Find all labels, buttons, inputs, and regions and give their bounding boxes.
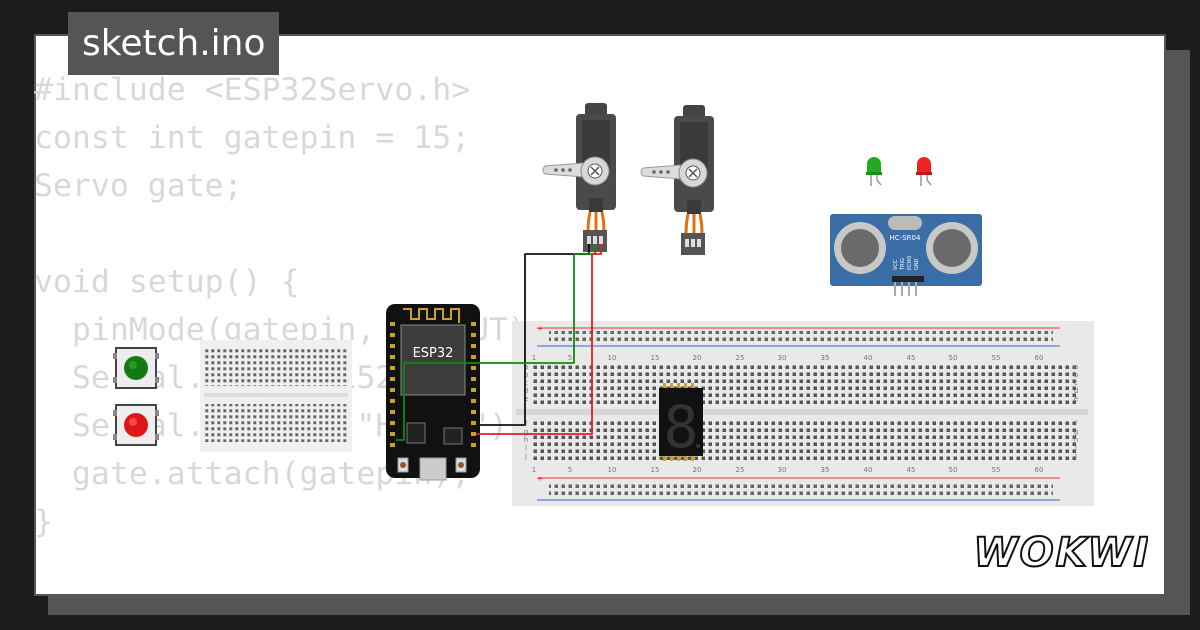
- column-number: 20: [693, 466, 702, 474]
- column-number: 1: [532, 354, 536, 362]
- column-number: 15: [651, 354, 660, 362]
- code-line: const int gatepin = 15;: [34, 120, 471, 156]
- column-number: 30: [778, 354, 787, 362]
- column-number: 60: [1035, 354, 1044, 362]
- push-button-red[interactable]: [113, 404, 159, 446]
- sensor-label: HC-SR04: [890, 234, 921, 242]
- column-number: 35: [821, 466, 830, 474]
- column-number: 45: [907, 466, 916, 474]
- column-number: 45: [907, 354, 916, 362]
- code-line: Servo gate;: [34, 168, 243, 204]
- row-label: c: [524, 379, 528, 387]
- wire-black[interactable]: [476, 244, 590, 426]
- mini-breadboard[interactable]: [200, 340, 352, 452]
- row-label: f: [1075, 420, 1078, 428]
- row-label: i: [525, 444, 527, 452]
- led-red[interactable]: [916, 157, 932, 186]
- column-number: 55: [992, 466, 1001, 474]
- column-number: 5: [568, 354, 572, 362]
- column-number: 20: [693, 354, 702, 362]
- row-label: d: [524, 387, 528, 395]
- column-number: 40: [864, 466, 873, 474]
- seven-segment-display[interactable]: 8: [659, 383, 703, 461]
- wire-red[interactable]: [476, 244, 602, 435]
- ultrasonic-sensor[interactable]: HC-SR04 VCC TRIG ECHO GND: [830, 214, 982, 296]
- svg-text:+: +: [537, 325, 543, 333]
- row-label: j: [524, 452, 527, 460]
- code-line: #include <ESP32Servo.h>: [34, 72, 471, 108]
- sensor-pin-label: ECHO: [907, 256, 913, 270]
- row-label: a: [524, 363, 528, 371]
- esp32-board[interactable]: ESP32: [386, 304, 480, 481]
- sensor-pin-label: TRIG: [900, 258, 906, 271]
- column-number: 1: [532, 466, 536, 474]
- column-number: 40: [864, 354, 873, 362]
- row-label: a: [1074, 363, 1078, 371]
- seven-segment-digit: 8: [664, 393, 699, 461]
- row-label: c: [1074, 379, 1078, 387]
- row-label: h: [1074, 436, 1078, 444]
- column-number: 25: [736, 354, 745, 362]
- wokwi-logo-text: WOKWI: [976, 530, 1148, 576]
- column-number: 15: [651, 466, 660, 474]
- row-label: g: [1074, 428, 1078, 436]
- row-label: d: [1074, 387, 1078, 395]
- row-label: b: [1074, 371, 1079, 379]
- column-number: 10: [608, 354, 617, 362]
- servo-motor[interactable]: [542, 103, 616, 252]
- column-number: 35: [821, 354, 830, 362]
- row-label: f: [525, 420, 528, 428]
- row-label: g: [524, 428, 528, 436]
- column-number: 30: [778, 466, 787, 474]
- code-line: void setup() {: [34, 264, 300, 300]
- column-number: 10: [608, 466, 617, 474]
- column-number: 5: [568, 466, 572, 474]
- svg-text:+: +: [537, 475, 543, 483]
- servo-motor[interactable]: [640, 105, 714, 255]
- wokwi-logo[interactable]: WOKWI: [976, 524, 1148, 576]
- column-number: 60: [1035, 466, 1044, 474]
- row-label: j: [1074, 452, 1077, 460]
- code-line: }: [34, 504, 53, 540]
- mcu-label: ESP32: [413, 346, 454, 361]
- push-button-green[interactable]: [113, 347, 159, 389]
- row-label: e: [1074, 395, 1078, 403]
- led-green[interactable]: [866, 157, 882, 186]
- row-label: i: [1075, 444, 1077, 452]
- column-number: 50: [949, 466, 958, 474]
- sensor-pin-label: GND: [914, 258, 920, 270]
- row-label: h: [524, 436, 528, 444]
- row-label: e: [524, 395, 528, 403]
- column-number: 25: [736, 466, 745, 474]
- sensor-pin-label: VCC: [893, 259, 899, 270]
- row-label: b: [524, 371, 529, 379]
- column-number: 50: [949, 354, 958, 362]
- column-number: 55: [992, 354, 1001, 362]
- breadboard[interactable]: + + 1 5 10 15 20 25 30 35 40 45 50 55 60…: [512, 321, 1094, 506]
- file-tab[interactable]: sketch.ino: [68, 12, 280, 75]
